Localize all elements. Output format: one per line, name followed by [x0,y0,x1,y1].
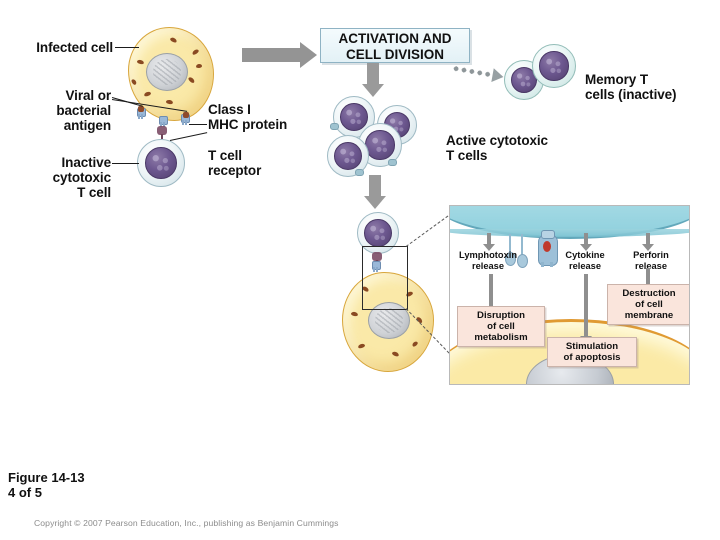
memory-t-cell-arrow [451,65,505,84]
effect-box-apoptosis: Stimulation of apoptosis [547,337,637,367]
lymphotoxin-molecule [505,234,533,268]
infected-cell-nucleus [146,53,188,91]
leader-t-cell-receptor [169,132,208,142]
activation-banner: ACTIVATION AND CELL DIVISION [320,28,470,63]
label-t-cell-receptor: T cell receptor [208,148,262,178]
mhc-protein-center [158,116,168,127]
label-perforin-release: Perforin release [633,250,669,271]
effect-box-disruption: Disruption of cell metabolism [457,306,545,347]
label-infected-cell: Infected cell [36,40,113,55]
activation-banner-text: ACTIVATION AND CELL DIVISION [338,31,452,62]
label-viral-antigen: Viral or bacterial antigen [56,88,111,133]
zoom-callout-rect [362,246,408,310]
copyright-notice: Copyright © 2007 Pearson Education, Inc.… [34,518,339,528]
label-active-cytotoxic-t-cells: Active cytotoxic T cells [446,133,548,163]
activation-arrow [242,40,320,68]
cytokine-molecule [536,230,558,267]
label-cytokine-release: Cytokine release [565,250,605,271]
memory-t-cell-2 [532,44,576,88]
leader-mhc-protein [189,124,207,126]
active-cytotoxic-t-cell-4 [327,135,369,177]
label-class-i-mhc-protein: Class I MHC protein [208,102,288,132]
label-memory-t-cells: Memory T cells (inactive) [585,72,677,102]
cytotoxic-attack-detail-panel: Lymphotoxin release Cytokine release Per… [449,205,690,385]
leader-infected-cell [115,47,139,49]
release-arrow-lymphotoxin [483,233,495,251]
effect-box-destruction: Destruction of cell membrane [607,284,689,325]
release-arrow-perforin [642,233,654,251]
effect-arrow-apoptosis [580,274,592,344]
inactive-cytotoxic-t-cell [137,139,185,187]
viral-antigen-glyph [138,106,144,112]
leader-inactive-t-cell [112,163,139,165]
label-lymphotoxin-release: Lymphotoxin release [458,250,517,271]
target-infected-cell-nucleus [368,302,410,339]
release-arrow-cytokine [580,233,592,251]
callout-leader-top [405,215,449,247]
label-inactive-cytotoxic-t-cell: Inactive cytotoxic T cell [52,155,111,200]
viral-antigen-glyph [183,112,189,118]
attack-junction-mhc [371,261,381,272]
figure-caption: Figure 14-13 4 of 5 [8,470,85,500]
division-arrow-2 [362,175,388,209]
t-cell-receptor-glyph [157,126,167,139]
division-arrow-1 [360,63,386,97]
